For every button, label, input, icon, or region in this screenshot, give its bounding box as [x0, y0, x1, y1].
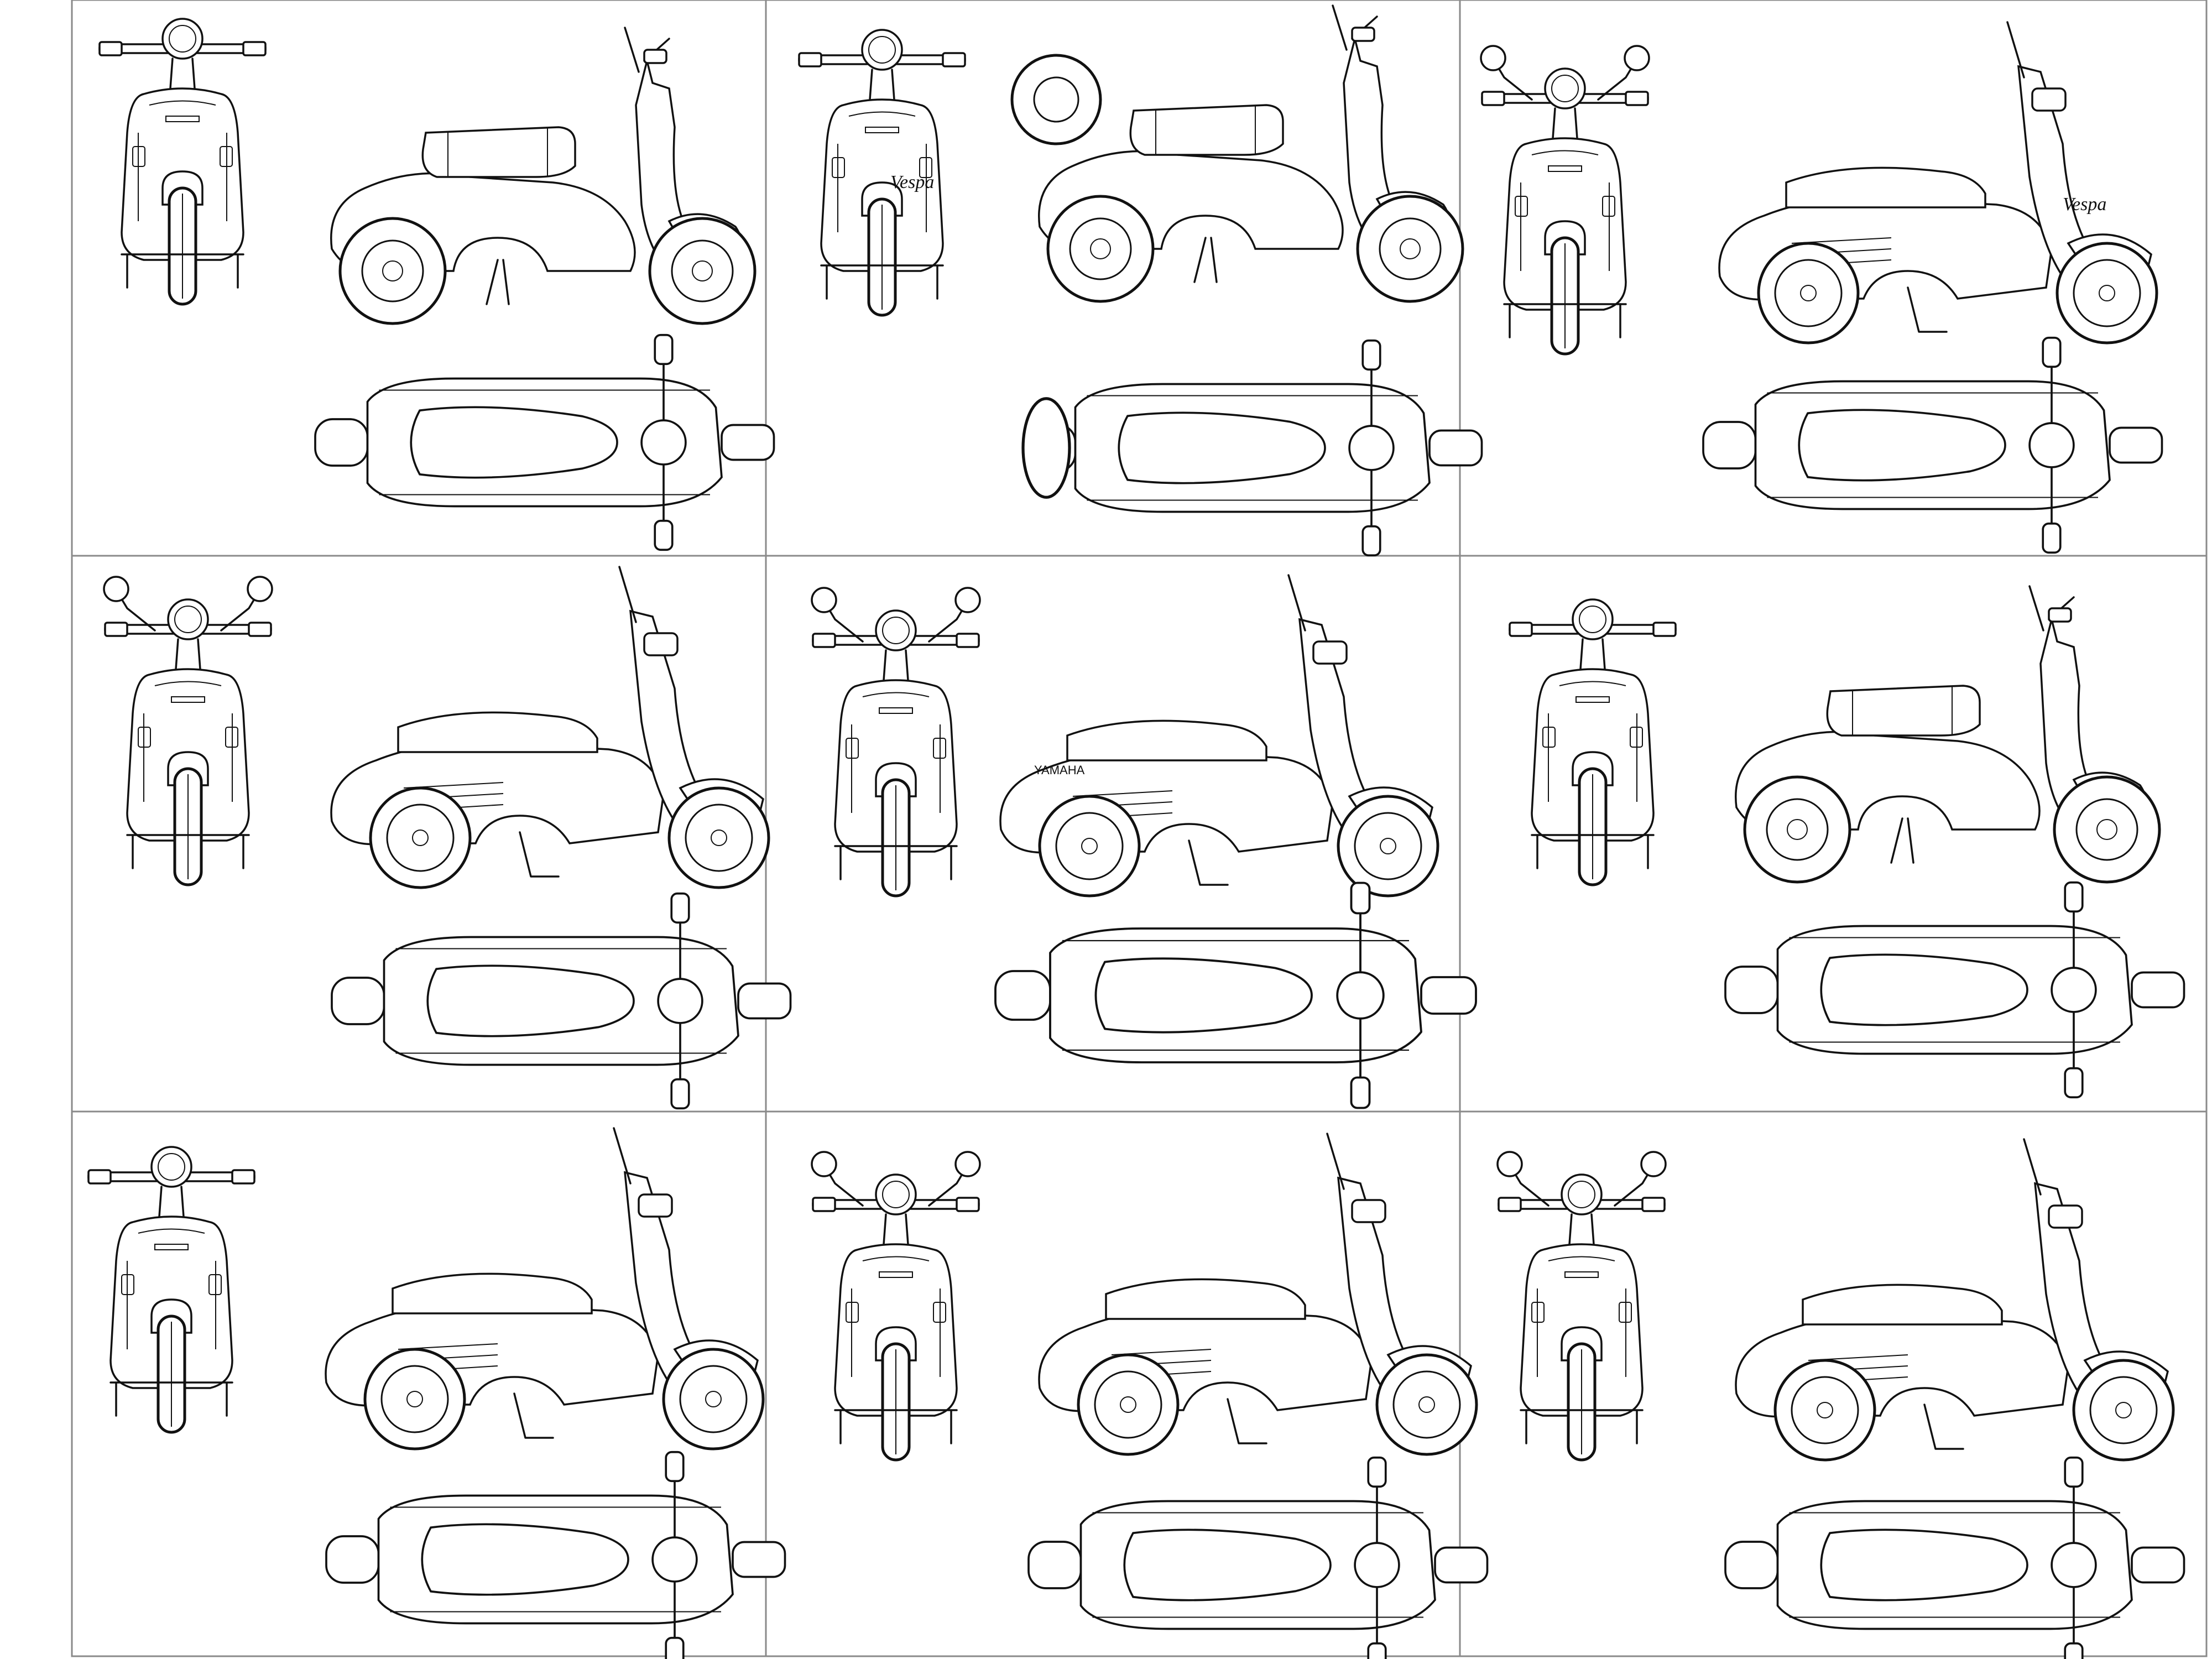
panel-4-modern-vespa-gt — [104, 567, 792, 1110]
panel-8-modern-vespa-gt — [812, 1134, 1489, 1659]
panel-5-yamaha-scooter: YAMAHA — [812, 575, 1477, 1109]
panel-1-classic-vespa — [100, 19, 775, 551]
panel-1-front-view — [100, 19, 265, 304]
panel-5-side-view: YAMAHA — [1000, 575, 1438, 896]
panel-1-side-view — [331, 28, 755, 324]
panel-4-front-view — [104, 577, 272, 885]
panel-5-top-view — [994, 881, 1477, 1109]
panel-6-front-view — [1510, 599, 1676, 885]
panel-8-side-view — [1039, 1134, 1477, 1454]
panel-3-side-view: Vespa — [1719, 22, 2157, 343]
panel-7-top-view — [325, 1451, 786, 1659]
panel-2-side-view: Vespa — [890, 6, 1463, 301]
panel-2-brand-label: Vespa — [890, 172, 934, 192]
panel-2-vintage-vespa: Vespa — [799, 6, 1483, 557]
panel-7-step-through-scooter — [88, 1128, 786, 1659]
panel-2-front-view — [799, 30, 965, 315]
panel-4-top-view — [331, 892, 792, 1110]
panel-5-front-view — [812, 588, 980, 896]
panel-7-side-view — [326, 1128, 763, 1449]
panel-3-modern-vespa-gts: Vespa — [1481, 22, 2163, 554]
panel-9-front-view — [1498, 1152, 1666, 1460]
panel-6-side-view — [1736, 586, 2159, 882]
sheet-border — [71, 0, 2208, 1657]
panel-3-front-view — [1481, 46, 1649, 354]
panel-5-brand-label: YAMAHA — [1034, 763, 1085, 777]
panel-2-top-view — [1021, 339, 1483, 557]
panel-9-retro-scooter — [1498, 1139, 2185, 1659]
panel-6-top-view — [1724, 881, 2185, 1099]
panel-6-classic-vespa-px — [1510, 586, 2185, 1099]
panel-7-front-view — [88, 1147, 254, 1432]
panel-1-top-view — [314, 333, 775, 551]
panel-8-top-view — [1027, 1456, 1489, 1659]
panel-3-top-view — [1702, 336, 2163, 554]
panel-3-brand-label: Vespa — [2063, 194, 2106, 215]
panel-9-top-view — [1724, 1456, 2185, 1659]
panel-8-front-view — [812, 1152, 980, 1460]
panel-9-side-view — [1736, 1139, 2173, 1460]
panel-4-side-view — [331, 567, 769, 888]
